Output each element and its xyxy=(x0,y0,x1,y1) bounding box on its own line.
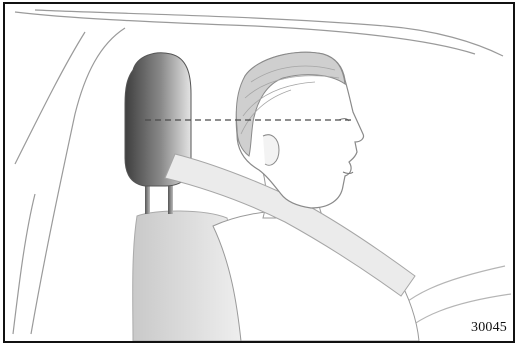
ear xyxy=(263,135,279,165)
figure-number: 30045 xyxy=(471,320,507,336)
headrest-illustration xyxy=(5,4,513,341)
figure-frame: 30045 xyxy=(3,2,515,343)
